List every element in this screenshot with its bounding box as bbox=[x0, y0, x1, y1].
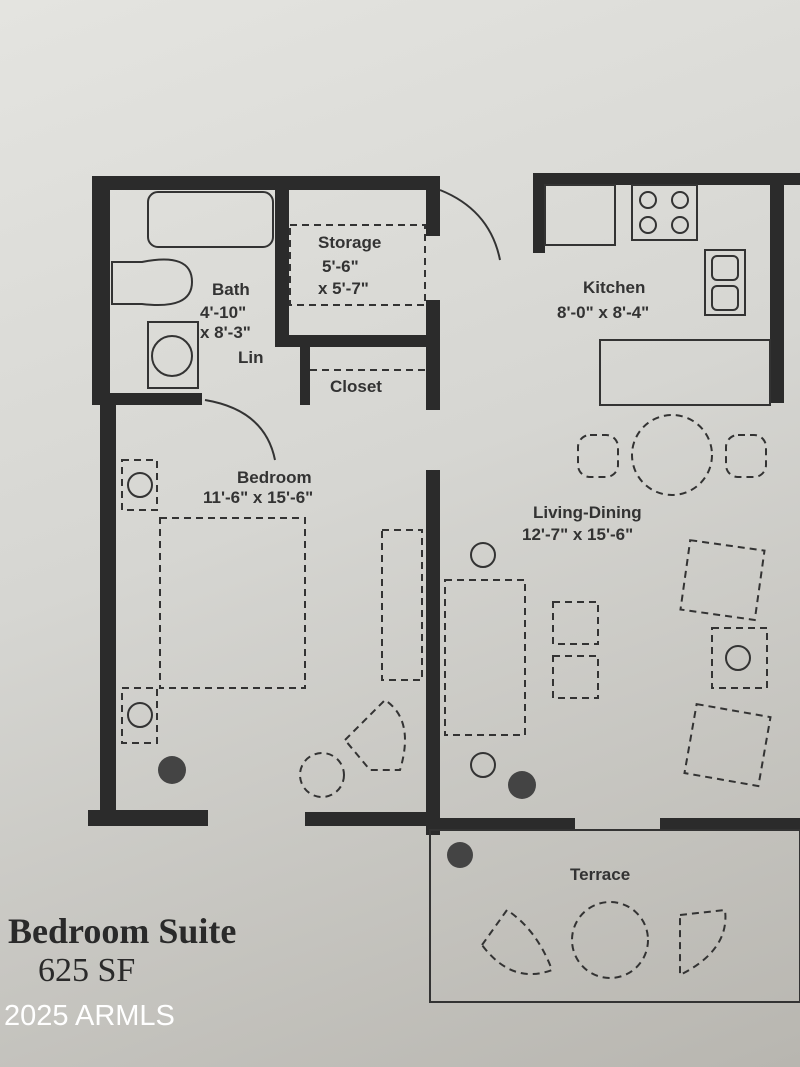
dresser bbox=[381, 529, 423, 681]
dining-chair bbox=[725, 434, 767, 478]
wall bbox=[426, 300, 440, 410]
storage-dim: x 5'-7" bbox=[318, 279, 369, 298]
burner bbox=[639, 191, 657, 209]
kitchen-counter bbox=[544, 184, 616, 246]
terrace-outline bbox=[429, 829, 800, 1003]
wall bbox=[100, 398, 116, 818]
wall bbox=[92, 176, 110, 401]
sink-basin bbox=[711, 285, 739, 311]
wall bbox=[535, 173, 800, 185]
wall bbox=[300, 345, 310, 405]
nightstand bbox=[121, 459, 158, 511]
lamp-icons bbox=[127, 472, 751, 778]
wall bbox=[92, 176, 440, 190]
furniture bbox=[121, 224, 772, 979]
plan-title: Bedroom Suite bbox=[8, 911, 237, 951]
storage-shelf bbox=[289, 224, 426, 306]
lamp-icon bbox=[127, 702, 153, 728]
nightstand bbox=[121, 687, 158, 744]
dining-chair bbox=[577, 434, 619, 478]
room-labels: Storage 5'-6" x 5'-7" Bath 4'-10" x 8'-3… bbox=[200, 233, 649, 884]
burner bbox=[639, 216, 657, 234]
closet-label: Closet bbox=[330, 377, 382, 396]
terrace-chair bbox=[679, 908, 727, 977]
bath-dim: 4'-10" bbox=[200, 303, 246, 322]
side-table bbox=[299, 752, 345, 798]
coffee-table bbox=[552, 655, 599, 699]
wall bbox=[435, 818, 575, 830]
wall bbox=[92, 393, 202, 405]
lamp-icon bbox=[470, 542, 496, 568]
terrace-table bbox=[571, 901, 649, 979]
wall bbox=[88, 810, 208, 826]
sofa bbox=[444, 579, 526, 736]
washer-drum bbox=[151, 335, 193, 377]
living-dining-label: Living-Dining bbox=[533, 503, 642, 522]
lamp-icon bbox=[127, 472, 153, 498]
end-table bbox=[711, 627, 768, 689]
plan-area: 625 SF bbox=[38, 952, 136, 989]
bed bbox=[159, 517, 306, 689]
toilet bbox=[111, 258, 194, 306]
chair bbox=[343, 698, 406, 771]
plant-icon bbox=[508, 771, 536, 799]
wall bbox=[533, 173, 545, 253]
stove bbox=[631, 184, 698, 241]
washer bbox=[147, 321, 199, 389]
kitchen-counter bbox=[599, 339, 771, 406]
coffee-table bbox=[552, 601, 599, 645]
plant-icons bbox=[158, 756, 536, 868]
wall bbox=[660, 818, 800, 830]
wall bbox=[275, 190, 289, 345]
living-dining-dims: 12'-7" x 15'-6" bbox=[522, 525, 633, 544]
terrace-label: Terrace bbox=[570, 865, 630, 884]
wall bbox=[305, 812, 435, 826]
linen-label: Lin bbox=[238, 348, 264, 367]
wall bbox=[426, 470, 440, 835]
wall bbox=[770, 173, 784, 403]
bath-label: Bath bbox=[212, 280, 250, 299]
lamp-icon bbox=[470, 752, 496, 778]
door-swing bbox=[439, 189, 501, 261]
burner bbox=[671, 191, 689, 209]
wall bbox=[426, 176, 440, 236]
plant-icon bbox=[158, 756, 186, 784]
lamp-icon bbox=[725, 645, 751, 671]
bedroom-label: Bedroom bbox=[237, 468, 312, 487]
sink-basin bbox=[711, 255, 739, 281]
sink bbox=[704, 249, 746, 316]
armchair bbox=[683, 702, 772, 788]
storage-label: Storage bbox=[318, 233, 381, 252]
terrace-chair bbox=[480, 908, 554, 976]
dining-table bbox=[631, 414, 713, 496]
storage-dim: 5'-6" bbox=[322, 257, 359, 276]
plant-icon bbox=[447, 842, 473, 868]
bedroom-dims: 11'-6" x 15'-6" bbox=[203, 488, 313, 507]
burner bbox=[671, 216, 689, 234]
kitchen-label: Kitchen bbox=[583, 278, 645, 297]
bath-dim: x 8'-3" bbox=[200, 323, 251, 342]
armchair bbox=[679, 539, 766, 622]
wall bbox=[275, 335, 440, 347]
walls bbox=[88, 173, 800, 835]
door-swing bbox=[204, 399, 276, 461]
bathtub bbox=[147, 191, 274, 248]
watermark: 2025 ARMLS bbox=[4, 1000, 175, 1032]
kitchen-dims: 8'-0" x 8'-4" bbox=[557, 303, 649, 322]
fixtures bbox=[111, 184, 771, 461]
